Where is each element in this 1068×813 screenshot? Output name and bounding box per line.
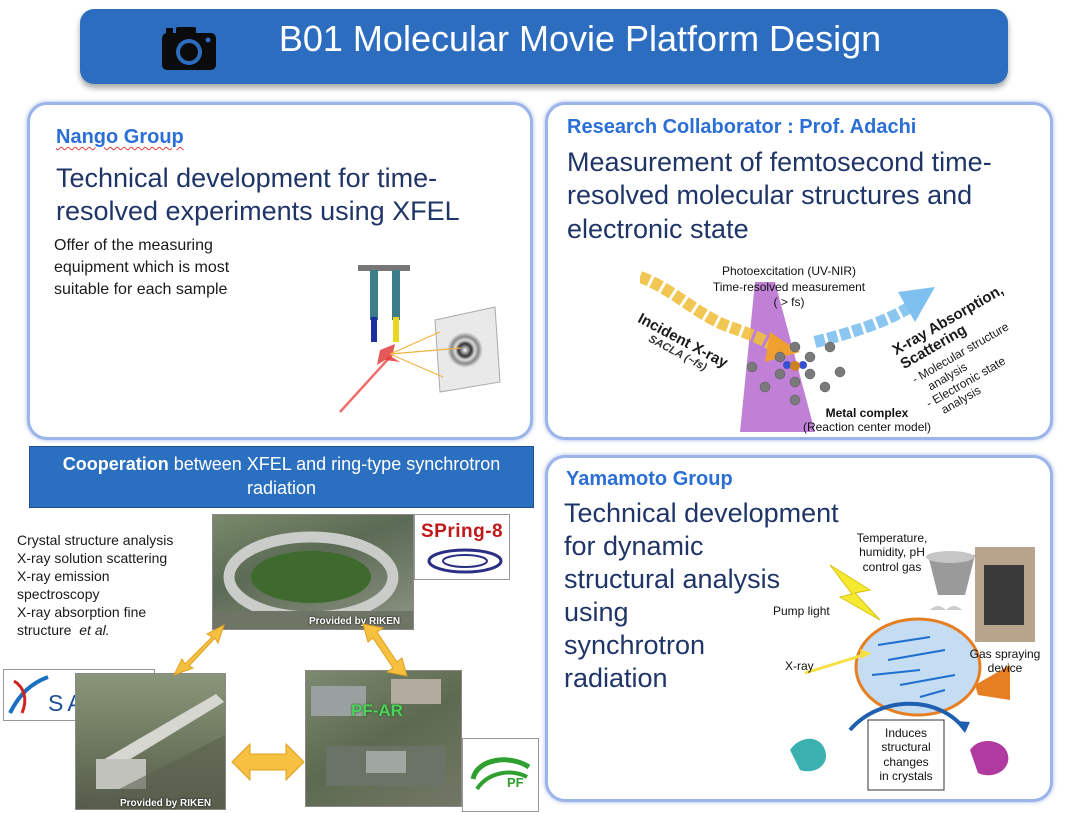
pf-swirl-icon <box>470 757 531 791</box>
heading-line: structural analysis <box>564 563 781 594</box>
heading-line: for dynamic <box>564 530 704 561</box>
control-gas-label: Temperature, humidity, pH control gas <box>846 531 938 574</box>
control-gas-text: Temperature, <box>856 531 928 545</box>
induces-text: changes <box>883 754 929 769</box>
cooperation-rest: between XFEL and ring-type synchrotron r… <box>168 454 501 499</box>
yamamoto-panel <box>545 455 1053 802</box>
pf-ar-label: PF-AR <box>351 701 403 720</box>
heading-line: synchrotron <box>564 629 706 660</box>
photoexcitation-text: Photoexcitation (UV-NIR) <box>721 264 857 278</box>
cooperation-bold: Cooperation <box>62 454 169 474</box>
pf-logo-text: PF <box>507 775 524 790</box>
spring8-logo-text: SPring-8 <box>421 521 504 542</box>
gas-device-label: Gas spraying device <box>963 647 1047 676</box>
control-gas-text: control gas <box>862 559 922 574</box>
spring8-swirl-icon <box>427 548 503 574</box>
nango-group-title: Nango Group <box>56 126 184 148</box>
time-resolved-text: Time-resolved measurement <box>712 279 866 294</box>
pf-ar-photo: PF-AR <box>305 670 462 807</box>
heading-line: radiation <box>564 662 668 693</box>
nango-description: Offer of the measuring equipment which i… <box>54 237 230 299</box>
dynamic-analysis-illustration <box>790 547 1035 791</box>
sacla-photo: Provided by RIKEN <box>75 673 226 810</box>
xfel-setup-illustration <box>339 265 501 413</box>
gas-device-text: Gas spraying <box>969 647 1041 661</box>
control-gas-text: humidity, pH <box>859 545 925 560</box>
double-arrow-icon <box>362 623 408 677</box>
heading-line: Technical development <box>564 498 839 528</box>
pf-ar-facility-illustration <box>311 679 446 786</box>
sacla-swoosh-icon <box>8 675 49 714</box>
double-arrow-icon <box>231 742 305 782</box>
induces-label: Induces structural changes in crystals <box>868 726 944 784</box>
sacla-facility-illustration <box>79 694 225 809</box>
xray-label: X-ray <box>785 659 814 673</box>
reaction-center-text: (Reaction center model) <box>802 420 932 435</box>
method-item: X-ray solution scattering <box>17 550 168 567</box>
methods-list: Crystal structure analysis X-ray solutio… <box>17 531 207 639</box>
camera-icon <box>162 27 216 70</box>
yamamoto-group-title: Yamamoto Group <box>566 468 733 490</box>
title-banner <box>80 9 1008 84</box>
photo-credit: Provided by RIKEN <box>309 616 401 627</box>
photo-credit: Provided by RIKEN <box>120 798 212 809</box>
page-title: B01 Molecular Movie Platform Design <box>278 18 882 59</box>
spring8-ring-illustration <box>213 531 413 629</box>
spring8-photo: Provided by RIKEN <box>212 514 414 630</box>
spring8-logo: SPring-8 <box>414 514 510 580</box>
cooperation-banner <box>29 446 534 508</box>
nango-heading: Technical development for time-resolved … <box>56 163 460 226</box>
method-item: structure <box>17 622 72 639</box>
fs-text: ( > fs) <box>773 295 805 310</box>
method-item: X-ray absorption fine <box>17 604 147 621</box>
double-arrow-icon <box>172 623 225 676</box>
induces-text: structural <box>881 740 931 755</box>
femtosecond-measurement-illustration <box>640 271 935 432</box>
pf-logo: PF <box>462 738 539 812</box>
metal-complex-text: Metal complex <box>825 406 909 420</box>
adachi-group-title: Research Collaborator : Prof. Adachi <box>567 116 917 138</box>
metal-complex-label: Metal complex (Reaction center model) <box>797 406 937 435</box>
gas-device-text: device <box>987 661 1023 676</box>
pump-light-label: Pump light <box>773 604 830 618</box>
heading-line: using <box>564 596 629 627</box>
method-item: Crystal structure analysis <box>17 532 174 548</box>
induces-text: in crystals <box>879 769 933 784</box>
method-item: spectroscopy <box>17 586 100 603</box>
photoexcitation-label: Photoexcitation (UV-NIR) Time-resolved m… <box>709 264 869 311</box>
induces-text: Induces <box>884 726 928 740</box>
et-al-text: et al. <box>79 622 110 639</box>
yamamoto-heading: Technical development for dynamic struct… <box>564 497 839 695</box>
method-item: X-ray emission <box>17 568 110 585</box>
cooperation-text: Cooperation between XFEL and ring-type s… <box>29 452 534 501</box>
adachi-heading: Measurement of femtosecond time-resolved… <box>567 147 992 244</box>
